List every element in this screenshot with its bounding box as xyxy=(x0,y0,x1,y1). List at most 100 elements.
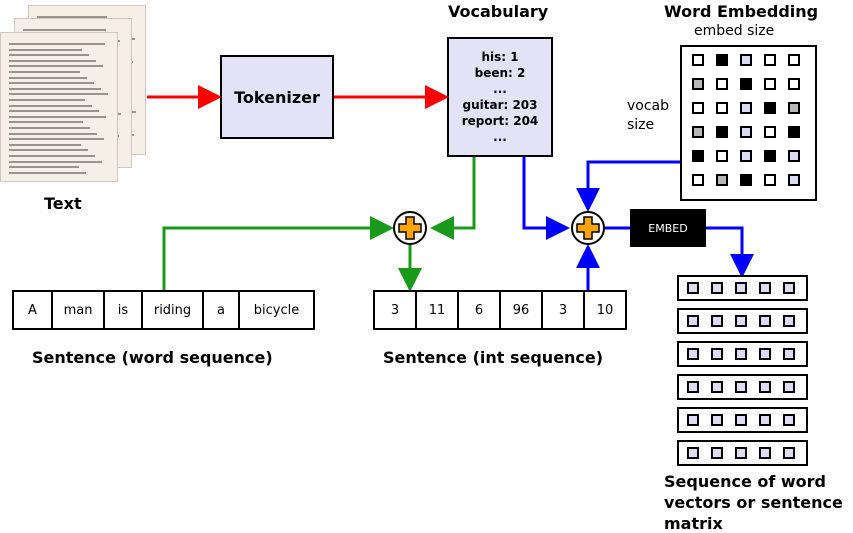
embedding-cell xyxy=(692,54,704,66)
vector-cell xyxy=(735,348,747,360)
embedding-cell xyxy=(740,174,752,186)
vector-cell xyxy=(735,282,747,294)
embedding-cell xyxy=(788,78,800,90)
document-text-line xyxy=(37,16,107,18)
int-cell: 3 xyxy=(541,290,585,330)
document-text-line xyxy=(9,160,102,163)
int-cell: 11 xyxy=(415,290,459,330)
text-label: Text xyxy=(44,194,82,213)
vector-cell xyxy=(711,282,723,294)
embedding-cell xyxy=(692,102,704,114)
embedding-cell xyxy=(788,150,800,162)
vector-cell xyxy=(711,315,723,327)
combine-plus-icon xyxy=(393,211,427,245)
embed-plus-icon xyxy=(571,211,605,245)
embedding-cell xyxy=(716,78,728,90)
sentence-word-sequence-label: Sentence (word sequence) xyxy=(32,348,273,367)
embedding-cell xyxy=(716,126,728,138)
vocabulary-entry: guitar: 203 xyxy=(462,98,538,112)
embedding-cell xyxy=(740,126,752,138)
word-vector-row xyxy=(677,374,808,400)
arrow-words-to-plus xyxy=(162,216,394,290)
vocabulary-entry: ... xyxy=(493,82,507,96)
embedding-cell xyxy=(716,102,728,114)
vector-cell xyxy=(783,381,795,393)
document-text-line xyxy=(9,171,86,174)
embedding-cell xyxy=(764,126,776,138)
embedding-cell xyxy=(788,54,800,66)
int-cell: 6 xyxy=(457,290,501,330)
output-label-line1: Sequence of word xyxy=(664,472,827,491)
plus-icon xyxy=(576,216,600,240)
word-vector-row xyxy=(677,275,808,301)
vector-cell xyxy=(687,282,699,294)
document-text-line xyxy=(9,82,94,85)
vector-cell xyxy=(759,414,771,426)
vocabulary-entry: report: 204 xyxy=(461,114,539,128)
vocabulary-entry: been: 2 xyxy=(474,66,526,80)
word-vector-row xyxy=(677,440,808,466)
vector-cell xyxy=(759,282,771,294)
word-cell: is xyxy=(103,290,143,330)
word-vector-row xyxy=(677,407,808,433)
sentence-int-sequence-label: Sentence (int sequence) xyxy=(383,348,604,367)
embedding-cell xyxy=(764,150,776,162)
embed-size-label: embed size xyxy=(694,23,775,39)
document-text-line xyxy=(9,87,101,90)
word-embedding-title: Word Embedding xyxy=(664,2,819,21)
document-text-line xyxy=(9,76,87,79)
word-cell: a xyxy=(202,290,240,330)
vector-cell xyxy=(735,381,747,393)
vector-cell xyxy=(759,447,771,459)
int-cell: 3 xyxy=(373,290,417,330)
document-text-line xyxy=(9,127,90,129)
embedding-cell xyxy=(716,150,728,162)
vector-cell xyxy=(687,348,699,360)
vector-cell xyxy=(711,348,723,360)
vector-cell xyxy=(735,315,747,327)
word-cell: riding xyxy=(141,290,204,330)
arrow-matrix-to-embed-plus xyxy=(576,160,680,212)
embedding-cell xyxy=(764,174,776,186)
vector-cell xyxy=(711,414,723,426)
document-text-line xyxy=(9,110,99,113)
embed-block: EMBED xyxy=(630,209,706,247)
document-text-line xyxy=(9,43,105,45)
document-text-line xyxy=(9,138,104,141)
embedding-cell xyxy=(716,54,728,66)
vector-cell xyxy=(687,315,699,327)
document-text-line xyxy=(9,48,82,51)
vector-cell xyxy=(759,315,771,327)
document-text-line xyxy=(9,65,103,68)
embedding-cell xyxy=(716,174,728,186)
word-cell: A xyxy=(12,290,53,330)
document-text-line xyxy=(9,143,81,146)
document-text-line xyxy=(9,104,92,107)
embedding-cell xyxy=(764,54,776,66)
embedding-cell xyxy=(740,78,752,90)
document-text-line xyxy=(9,115,106,118)
word-vector-row xyxy=(677,308,808,334)
arrow-vocab-to-plus xyxy=(430,157,476,240)
vocabulary-entry: his: 1 xyxy=(481,50,519,64)
document-text-line xyxy=(9,71,80,73)
vector-cell xyxy=(759,348,771,360)
vector-cell xyxy=(711,447,723,459)
vector-cell xyxy=(735,447,747,459)
embedding-cell xyxy=(692,150,704,162)
embedding-cell xyxy=(692,174,704,186)
embedding-cell xyxy=(740,150,752,162)
embedding-matrix xyxy=(680,45,817,201)
document-text-line xyxy=(9,99,85,101)
document-text-line xyxy=(23,29,106,31)
embedding-cell xyxy=(764,78,776,90)
embedding-cell xyxy=(788,102,800,114)
document-text-line xyxy=(9,155,95,157)
vocab-size-label-line2: size xyxy=(627,117,655,133)
output-label-line3: matrix xyxy=(664,514,723,533)
text-documents-image xyxy=(0,0,150,190)
arrow-vocab-to-embed-plus xyxy=(522,157,570,240)
vector-cell xyxy=(783,447,795,459)
